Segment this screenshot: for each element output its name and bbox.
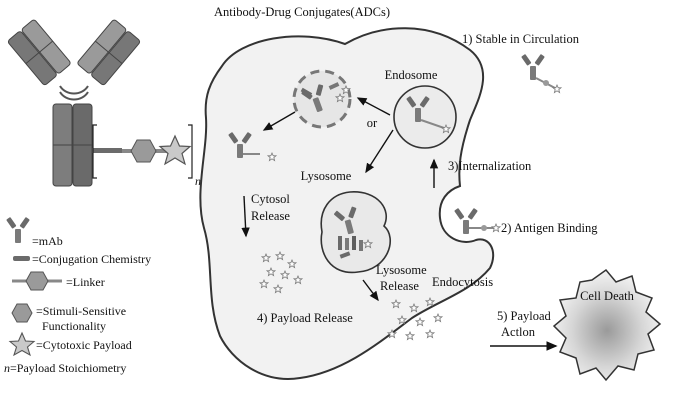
stoichiometry-subscript: n <box>195 174 201 188</box>
legend-conjugation-label: =Conjugation Chemistry <box>32 252 151 266</box>
adc-structure <box>7 19 193 187</box>
cytosol-release-arrow <box>241 195 250 238</box>
step-5-label-1: 5) Payload <box>497 309 552 323</box>
legend-stimuli-icon <box>11 303 33 323</box>
lysosome-release-arrow <box>362 279 379 302</box>
lysosome-contents <box>332 205 373 259</box>
step-5-label-2: Actlon <box>501 325 536 339</box>
endosome-to-lysosome-arrow <box>365 129 394 174</box>
legend-linker-label: =Linker <box>66 275 105 289</box>
legend-payload-icon <box>8 331 36 357</box>
lysosome <box>320 191 392 274</box>
binding-adc <box>454 207 501 234</box>
vesicle-to-cytosol-arrow <box>262 111 296 131</box>
or-label: or <box>367 116 378 130</box>
endosome-to-vesicle-arrow <box>356 97 391 116</box>
circulating-adc <box>521 53 562 93</box>
legend-mab-icon <box>6 216 30 243</box>
legend-stimuli-label-2: Functionality <box>42 319 106 333</box>
cytosol-release-label-2: Release <box>251 209 290 223</box>
legend-mab-label: =mAb <box>32 234 63 248</box>
legend-payload-label: =Cytotoxic Payload <box>36 338 132 352</box>
legend-stimuli-label-1: =Stimuli-Sensitive <box>36 304 126 318</box>
lysosome-release-label-2: Release <box>380 279 419 293</box>
cell-death-blob <box>552 268 662 382</box>
endosome-label: Endosome <box>385 68 438 82</box>
endocytosis-label: Endocytosis <box>432 275 493 289</box>
lysosome-label: Lysosome <box>301 169 352 183</box>
legend-stoichiometry-text: =Payload Stoichiometry <box>10 361 126 375</box>
figure-title: Antibody-Drug Conjugates(ADCs) <box>214 5 390 19</box>
legend-stoichiometry-n: n <box>4 361 10 375</box>
endosome-adc <box>406 95 451 134</box>
cytosol-adc <box>228 131 260 158</box>
step-3-label: 3)Internalization <box>448 159 532 173</box>
endosome <box>393 85 457 149</box>
legend-linker-icon <box>12 271 62 291</box>
cell-death-label: Cell Death <box>580 289 635 303</box>
legend-conjugation-icon <box>13 256 30 261</box>
legend: =mAb =Conjugation Chemistry =Linker =Sti… <box>4 216 151 375</box>
lysosome-release-label-1: Lysosome <box>376 263 427 277</box>
step-1-label: 1) Stable in Circulation <box>462 32 580 46</box>
step-4-label: 4) Payload Release <box>257 311 353 325</box>
vesicle-adc-fragments <box>300 82 351 116</box>
legend-stoichiometry-label: n=Payload Stoichiometry <box>4 361 126 375</box>
cytosol-release-label-1: Cytosol <box>251 192 290 206</box>
step-2-label: 2) Antigen Binding <box>501 221 598 235</box>
